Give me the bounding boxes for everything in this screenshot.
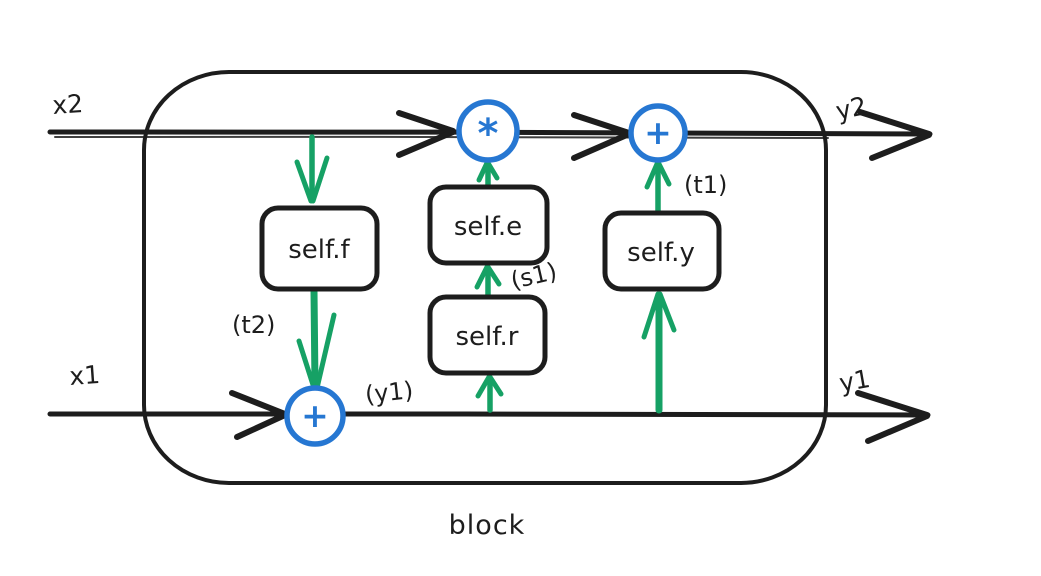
- block-caption: block: [449, 510, 526, 541]
- self-f-box: [259, 205, 380, 292]
- self-f-label: self.f: [288, 235, 350, 265]
- arrow-x1-to-y-head: [641, 291, 677, 340]
- arrowhead-before-add-top: [571, 112, 632, 161]
- arrowhead-y2: [857, 109, 932, 161]
- arrow-x2-to-f-head: [294, 155, 330, 204]
- module-self-r: self.r: [427, 294, 548, 376]
- self-r-box: [427, 294, 548, 376]
- arrow-x1-to-r-head: [475, 374, 504, 399]
- arrowhead-y1: [855, 390, 930, 444]
- port-label-y1: y1: [837, 364, 872, 398]
- wire-x1-y1: [47, 390, 931, 444]
- bottom-wire: [47, 411, 931, 418]
- port-label-x1: x1: [68, 360, 101, 391]
- green-arrows: [294, 134, 677, 414]
- multiply-circle: [456, 99, 520, 163]
- arrowhead-before-add-bottom: [229, 390, 288, 440]
- port-label-x2: x2: [51, 89, 84, 120]
- module-self-f: self.f: [259, 205, 380, 292]
- add-bottom-circle: [284, 385, 346, 447]
- multiply-symbol: *: [478, 111, 499, 157]
- port-label-y2: y2: [833, 91, 869, 126]
- add-top-symbol: +: [644, 113, 672, 152]
- arrow-e-to-multiply-head: [476, 160, 500, 183]
- self-e-box: [427, 184, 550, 266]
- self-y-label: self.y: [627, 238, 695, 268]
- annotation-y1: (y1): [364, 376, 415, 409]
- module-self-e: self.e: [427, 184, 550, 266]
- add-top-circle: [628, 103, 688, 163]
- self-y-box: [602, 210, 722, 292]
- arrowhead-before-multiply: [396, 110, 456, 158]
- self-r-label: self.r: [456, 322, 519, 352]
- annotation-t1: (t1): [684, 171, 727, 199]
- annotation-t2: (t2): [232, 311, 275, 339]
- add-bottom-symbol: +: [301, 396, 329, 435]
- self-e-label: self.e: [454, 212, 522, 242]
- arrow-r-to-e-head: [474, 264, 502, 290]
- operator-multiply: *: [456, 99, 520, 163]
- arrow-f-to-add-bottom: [310, 287, 319, 390]
- module-self-y: self.y: [602, 210, 722, 292]
- arrow-f-to-add-bottom-head: [296, 312, 337, 391]
- operator-add-top: +: [628, 103, 688, 163]
- block-outline: [142, 70, 828, 485]
- arrow-y-to-add-top-head: [644, 161, 672, 190]
- operator-add-bottom: +: [284, 385, 346, 447]
